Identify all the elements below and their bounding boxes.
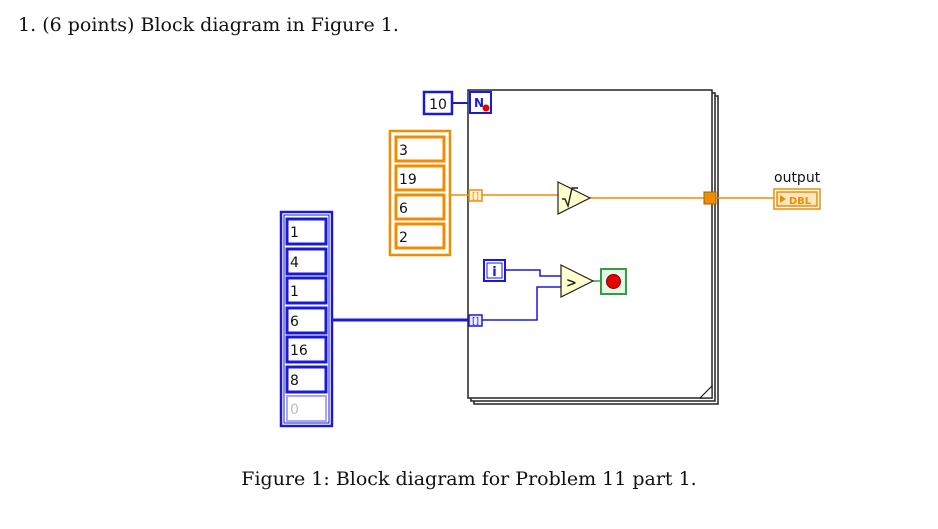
stop-icon xyxy=(606,274,621,289)
blue-array-element[interactable]: 8 xyxy=(285,365,328,394)
blue-array-empty-element[interactable]: 0 xyxy=(286,395,327,422)
for-loop-structure[interactable] xyxy=(467,89,719,405)
figure-caption: Figure 1: Block diagram for Problem 11 p… xyxy=(241,468,697,490)
svg-text:[]: [] xyxy=(472,192,479,202)
orange-input-tunnel[interactable]: [] xyxy=(468,189,483,202)
sqrt-icon xyxy=(562,187,578,209)
svg-text:4: 4 xyxy=(290,255,299,271)
output-indicator[interactable]: output DBL xyxy=(773,170,821,210)
blue-array-element[interactable]: 4 xyxy=(285,247,328,276)
broken-run-icon xyxy=(482,104,490,112)
svg-text:1: 1 xyxy=(290,225,299,241)
svg-text:2: 2 xyxy=(399,230,408,246)
greater-than-icon: > xyxy=(566,276,577,291)
indicator-arrow-icon xyxy=(780,195,786,203)
svg-text:19: 19 xyxy=(399,172,417,188)
iteration-label: i xyxy=(492,265,496,280)
blue-array-element[interactable]: 16 xyxy=(285,335,328,364)
orange-array-constant[interactable]: 3 19 6 2 xyxy=(388,129,452,257)
blue-array-element[interactable]: 1 xyxy=(285,217,328,246)
count-constant[interactable]: 10 xyxy=(422,90,454,116)
svg-text:3: 3 xyxy=(399,143,408,159)
count-constant-value: 10 xyxy=(429,97,447,113)
blue-array-element[interactable]: 6 xyxy=(285,306,328,335)
blue-array-element[interactable]: 1 xyxy=(285,276,328,305)
orange-array-element[interactable]: 6 xyxy=(394,193,446,221)
orange-array-element[interactable]: 19 xyxy=(394,164,446,192)
stop-terminal[interactable] xyxy=(600,268,627,295)
svg-text:6: 6 xyxy=(399,201,408,217)
wires xyxy=(332,102,776,322)
svg-text:8: 8 xyxy=(290,373,299,389)
output-tunnel[interactable] xyxy=(703,191,717,205)
svg-text:6: 6 xyxy=(290,314,299,330)
question-body: Block diagram in Figure 1. xyxy=(140,14,399,36)
orange-array-element[interactable]: 3 xyxy=(394,135,446,163)
blue-array-constant[interactable]: 1 4 1 6 16 8 0 xyxy=(279,210,334,428)
loop-count-label: N xyxy=(474,96,484,110)
svg-text:[]: [] xyxy=(472,317,479,327)
orange-array-element[interactable]: 2 xyxy=(394,222,446,250)
square-root-function[interactable] xyxy=(557,181,592,215)
question-number: 1. xyxy=(18,14,37,36)
greater-than-function[interactable]: > xyxy=(560,264,595,298)
iteration-terminal[interactable]: i xyxy=(483,259,506,282)
question-text: 1. (6 points) Block diagram in Figure 1. xyxy=(18,14,399,36)
svg-text:0: 0 xyxy=(290,402,299,418)
resize-corner-icon[interactable] xyxy=(698,384,713,399)
svg-text:1: 1 xyxy=(290,284,299,300)
blue-input-tunnel[interactable]: [] xyxy=(468,314,483,327)
output-type-label: DBL xyxy=(789,196,812,207)
loop-count-terminal[interactable]: N xyxy=(469,91,492,114)
svg-text:16: 16 xyxy=(290,343,308,359)
output-label: output xyxy=(774,170,821,186)
question-points: (6 points) xyxy=(42,14,135,36)
